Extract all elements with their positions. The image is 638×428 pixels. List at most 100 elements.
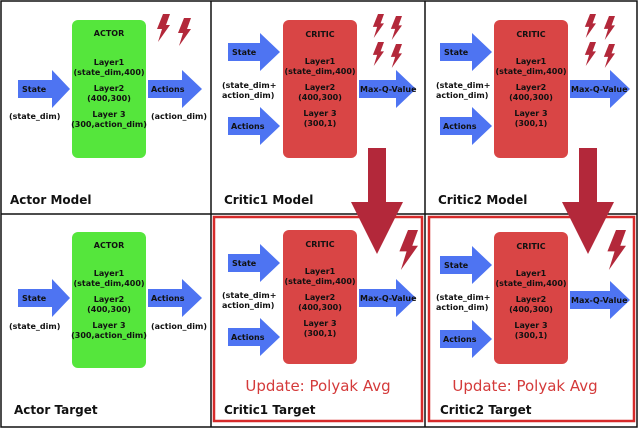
critic2-target-layer3-dims: (300,1) bbox=[515, 331, 548, 340]
actor-target-layer2: Layer2 bbox=[94, 295, 124, 304]
actor-target-layer2-dims: (400,300) bbox=[87, 305, 131, 314]
critic2-target-layer1: Layer1 bbox=[516, 269, 547, 278]
critic2-target-output-label: Max-Q-Value bbox=[571, 296, 628, 305]
critic1-model-caption: Critic1 Model bbox=[224, 193, 313, 207]
critic2-target-state-dim-line1: (state_dim+ bbox=[436, 293, 490, 302]
actor-model-output-label: Actions bbox=[151, 85, 185, 94]
critic2-model-panel: CRITIC Layer1 (state_dim,400) Layer2 (40… bbox=[436, 14, 630, 207]
critic2-target-layer2-dims: (400,300) bbox=[509, 305, 553, 314]
actor-target-input-label: State bbox=[22, 294, 47, 303]
critic2-target-block-title: CRITIC bbox=[516, 242, 545, 251]
critic1-model-panel: CRITIC Layer1 (state_dim,400) Layer2 (40… bbox=[222, 14, 417, 207]
critic1-target-state-label: State bbox=[232, 259, 257, 268]
critic2-target-block bbox=[494, 232, 568, 364]
critic2-target-output-arrow bbox=[570, 281, 630, 319]
actor-model-block bbox=[72, 20, 146, 158]
critic2-model-output-arrow bbox=[570, 70, 630, 108]
actor-model-layer2-dims: (400,300) bbox=[87, 94, 131, 103]
critic1-model-layer1: Layer1 bbox=[305, 57, 336, 66]
critic2-model-block bbox=[494, 20, 568, 158]
actor-target-block bbox=[72, 232, 146, 368]
critic2-target-border bbox=[427, 215, 636, 423]
critic1-model-state-label: State bbox=[232, 48, 257, 57]
actor-target-caption: Actor Target bbox=[14, 403, 98, 417]
critic2-target-state-arrow bbox=[440, 246, 492, 284]
critic2-target-layer1-dims: (state_dim,400) bbox=[495, 279, 566, 288]
bolt-icon bbox=[399, 230, 418, 270]
actor-target-panel: ACTOR Layer1 (state_dim,400) Layer2 (400… bbox=[9, 232, 207, 417]
critic1-target-output-arrow bbox=[359, 279, 416, 317]
bolt-icon bbox=[372, 42, 384, 66]
critic2-target-panel: CRITIC Layer1 (state_dim,400) Layer2 (40… bbox=[436, 230, 630, 417]
actor-model-layer1: Layer1 bbox=[94, 58, 125, 67]
critic1-target-block bbox=[283, 230, 357, 364]
actor-model-caption: Actor Model bbox=[10, 193, 92, 207]
critic1-model-layer3: Layer 3 bbox=[303, 109, 336, 118]
critic1-target-actions-arrow bbox=[228, 318, 280, 356]
critic1-target-panel: CRITIC Layer1 (state_dim,400) Layer2 (40… bbox=[222, 230, 418, 417]
critic2-model-state-dim-line2: action_dim) bbox=[436, 91, 488, 100]
critic2-model-layer3-dims: (300,1) bbox=[515, 119, 548, 128]
critic1-model-layer2-dims: (400,300) bbox=[298, 93, 342, 102]
actor-target-layer1-dims: (state_dim,400) bbox=[73, 279, 144, 288]
critic1-target-update-text: Update: Polyak Avg bbox=[245, 377, 390, 395]
critic1-model-layer1-dims: (state_dim,400) bbox=[284, 67, 355, 76]
critic1-target-layer1: Layer1 bbox=[305, 267, 336, 276]
actor-target-layer3-dims: (300,action_dim) bbox=[71, 331, 147, 340]
actor-target-block-title: ACTOR bbox=[94, 241, 124, 250]
bolt-icon bbox=[584, 14, 596, 38]
critic2-update-arrow bbox=[562, 148, 614, 254]
critic2-target-actions-label: Actions bbox=[443, 335, 477, 344]
critic1-target-layer3: Layer 3 bbox=[303, 319, 336, 328]
critic1-model-layer2: Layer2 bbox=[305, 83, 335, 92]
critic1-target-block-title: CRITIC bbox=[305, 240, 334, 249]
bolt-icon bbox=[390, 16, 402, 40]
critic2-model-layer3: Layer 3 bbox=[514, 109, 547, 118]
critic1-target-state-dim-line2: action_dim) bbox=[222, 301, 274, 310]
critic2-model-layer1-dims: (state_dim,400) bbox=[495, 67, 566, 76]
actor-model-input-arrow bbox=[18, 70, 70, 108]
bolt-icon bbox=[157, 14, 170, 42]
critic2-model-layer2: Layer2 bbox=[516, 83, 546, 92]
critic2-target-actions-arrow bbox=[440, 320, 492, 358]
critic1-model-block-title: CRITIC bbox=[305, 30, 334, 39]
critic2-model-caption: Critic2 Model bbox=[438, 193, 527, 207]
critic1-target-caption: Critic1 Target bbox=[224, 403, 316, 417]
critic1-target-layer3-dims: (300,1) bbox=[304, 329, 337, 338]
actor-model-layer3-dims: (300,action_dim) bbox=[71, 120, 147, 129]
actor-model-panel: ACTOR Layer1 (state_dim,400) Layer2 (400… bbox=[9, 14, 207, 207]
actor-target-layer1: Layer1 bbox=[94, 269, 125, 278]
critic1-model-state-dim-line2: action_dim) bbox=[222, 91, 274, 100]
critic1-target-actions-label: Actions bbox=[231, 333, 265, 342]
critic1-model-layer3-dims: (300,1) bbox=[304, 119, 337, 128]
bolt-icon bbox=[607, 230, 626, 270]
actor-target-layer3: Layer 3 bbox=[92, 321, 125, 330]
critic1-target-layer1-dims: (state_dim,400) bbox=[284, 277, 355, 286]
actor-model-block-title: ACTOR bbox=[94, 29, 124, 38]
bolt-icon bbox=[178, 18, 191, 46]
bolt-icon bbox=[390, 44, 402, 68]
critic1-model-output-arrow bbox=[359, 70, 416, 108]
critic2-model-state-dim-line1: (state_dim+ bbox=[436, 81, 490, 90]
critic2-model-layer1: Layer1 bbox=[516, 57, 547, 66]
critic2-target-state-label: State bbox=[444, 261, 469, 270]
critic2-model-block-title: CRITIC bbox=[516, 30, 545, 39]
critic1-model-block bbox=[283, 20, 357, 158]
bolt-icon bbox=[584, 42, 596, 66]
critic2-target-state-dim-line2: action_dim) bbox=[436, 303, 488, 312]
critic1-target-output-label: Max-Q-Value bbox=[360, 294, 417, 303]
actor-target-input-arrow bbox=[18, 279, 70, 317]
critic2-model-state-label: State bbox=[444, 48, 469, 57]
critic1-target-state-dim-line1: (state_dim+ bbox=[222, 291, 276, 300]
critic1-model-state-dim-line1: (state_dim+ bbox=[222, 81, 276, 90]
critic1-target-layer2: Layer2 bbox=[305, 293, 335, 302]
critic1-target-state-arrow bbox=[228, 244, 280, 282]
critic1-model-actions-label: Actions bbox=[231, 122, 265, 131]
bolt-icon bbox=[603, 16, 615, 40]
critic2-model-actions-arrow bbox=[440, 107, 492, 145]
critic1-model-actions-arrow bbox=[228, 107, 280, 145]
critic2-model-layer2-dims: (400,300) bbox=[509, 93, 553, 102]
bolt-icon bbox=[603, 44, 615, 68]
